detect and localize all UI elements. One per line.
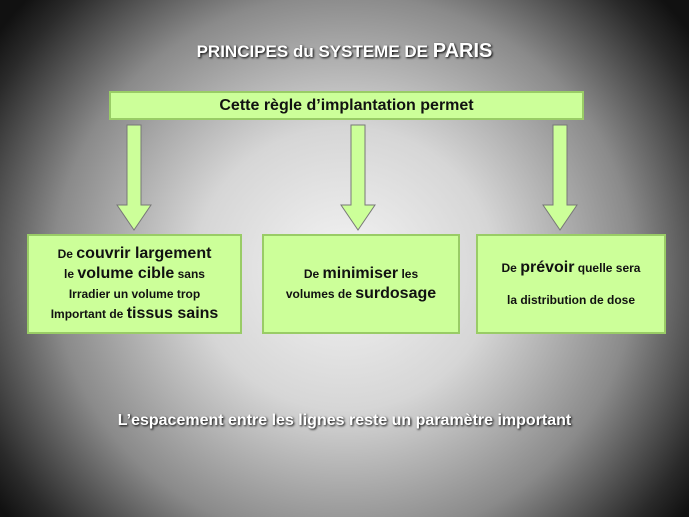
box3-line2: la distribution de dose (506, 293, 635, 307)
box2-line2: volumes de surdosage (285, 285, 437, 302)
header-text: Cette règle d’implantation permet (219, 96, 474, 114)
box-minimiser: De minimiser les volumes de surdosage (262, 234, 460, 334)
slide-title: PRINCIPES du SYSTEME DE PARIS (0, 40, 689, 63)
box-prevoir: De prévoir quelle sera la distribution d… (476, 234, 666, 334)
down-arrow-right (542, 124, 578, 231)
box-couvrir: De couvrir largement le volume cible san… (27, 234, 242, 334)
down-arrow-middle (340, 124, 376, 231)
box1-line1: De couvrir largement (57, 245, 212, 262)
footer-note: L’espacement entre les lignes reste un p… (117, 412, 572, 429)
title-part2: PARIS (432, 40, 493, 62)
down-arrow-left (116, 124, 152, 231)
box1-line3: Irradier un volume trop (68, 287, 201, 301)
header-box: Cette règle d’implantation permet (109, 91, 584, 120)
title-part1: PRINCIPES du SYSTEME DE (196, 42, 433, 61)
box2-line1: De minimiser les (303, 265, 419, 282)
box3-line1: De prévoir quelle sera (501, 259, 641, 276)
box1-line4: Important de tissus sains (50, 305, 219, 322)
box1-line2: le volume cible sans (64, 265, 205, 282)
